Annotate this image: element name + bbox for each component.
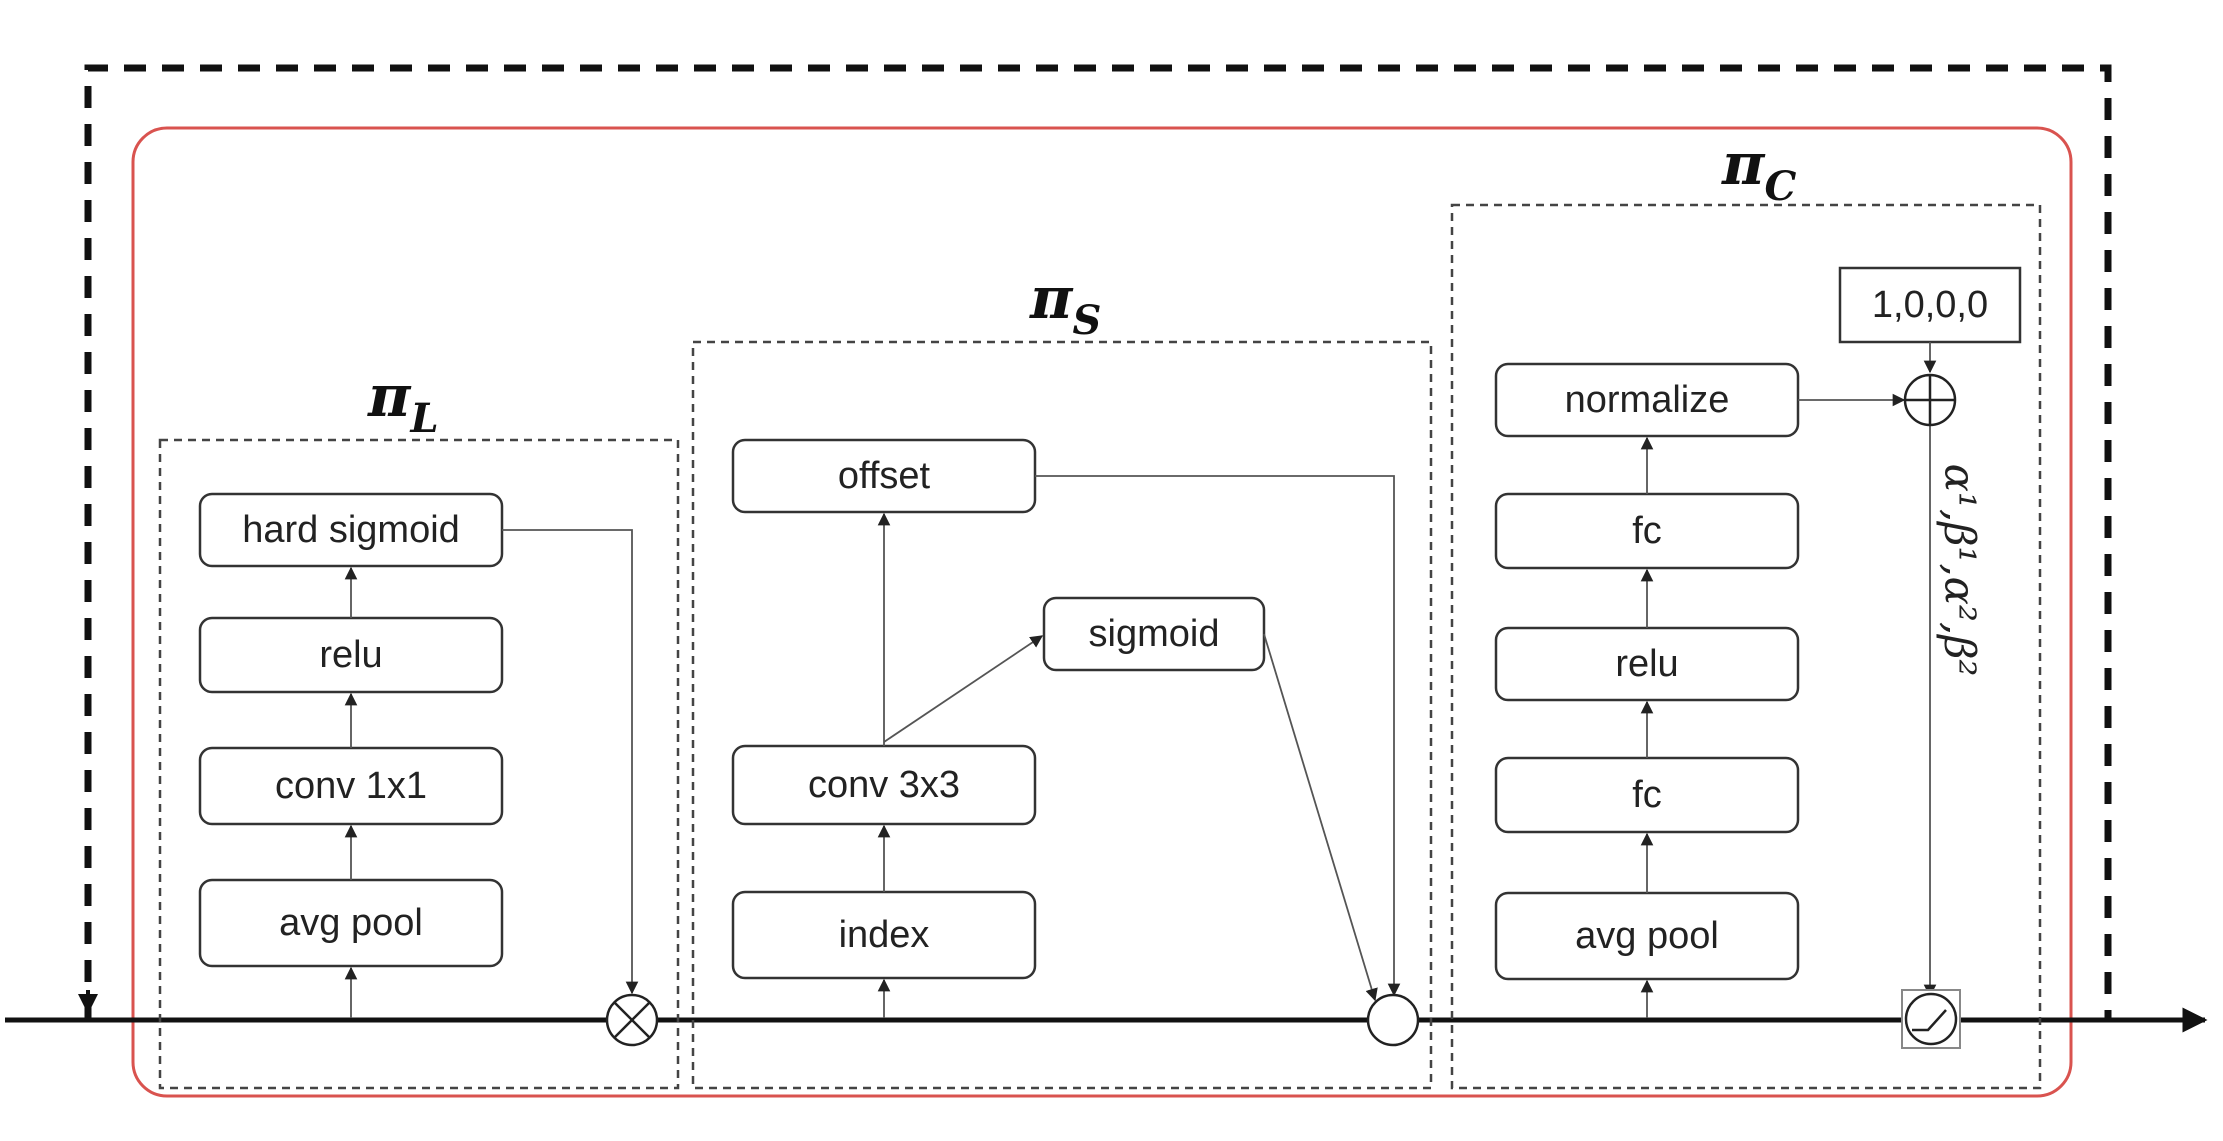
pi-s-arrow-to-sigmoid [883,635,1044,743]
pi-s-arrow-sigmoid-out [1263,633,1378,1002]
pi-c-init-value-label: 1,0,0,0 [1872,284,1988,326]
pi-l-relu-label: relu [319,634,382,676]
module-pi-s: πS index conv 3x3 sigmoid offset [691,264,1433,1090]
module-pi-c-frame [1450,203,2042,1090]
pi-c-normalize-label: normalize [1565,379,1730,421]
pi-c-avg-pool-label: avg pool [1575,915,1719,957]
module-pi-c: πC avg pool fc relu fc normalize 1,0,0,0… [1450,130,2042,1090]
module-pi-c-title: πC [1721,130,1796,210]
pi-s-conv3x3-label: conv 3x3 [808,764,960,806]
pi-s-index-label: index [839,914,930,956]
module-pi-s-title: πS [1029,264,1101,344]
pi-l-arrow-out [502,529,639,995]
dynamic-relu-icon [1901,989,1961,1049]
circle-times-icon [605,993,659,1047]
pi-c-fc-label-1: fc [1632,774,1662,816]
pi-l-avg-pool-label: avg pool [279,902,423,944]
module-pi-l-title: πL [367,362,439,442]
module-pi-l: πL avg pool conv 1x1 relu hard sigmoid [158,362,680,1090]
pi-l-hard-sigmoid-label: hard sigmoid [242,509,460,551]
pi-l-conv1x1-label: conv 1x1 [275,765,427,807]
pi-c-fc-label-2: fc [1632,510,1662,552]
pi-s-sigmoid-label: sigmoid [1089,613,1220,655]
pi-c-param-label: α¹,β¹,α²,β² [1936,464,1985,677]
pi-c-init-value-box [1838,266,2022,344]
dynamic-conv-container [131,126,2073,1098]
circle-icon [1366,993,1420,1047]
module-pi-l-frame [158,438,680,1090]
module-pi-s-frame [691,340,1433,1090]
pi-s-offset-label: offset [838,455,931,497]
circle-plus-icon [1903,373,1957,427]
skip-connection-path [84,64,2112,1020]
pi-c-relu-label: relu [1615,643,1678,685]
pi-s-arrow-offset-out [1035,475,1401,997]
